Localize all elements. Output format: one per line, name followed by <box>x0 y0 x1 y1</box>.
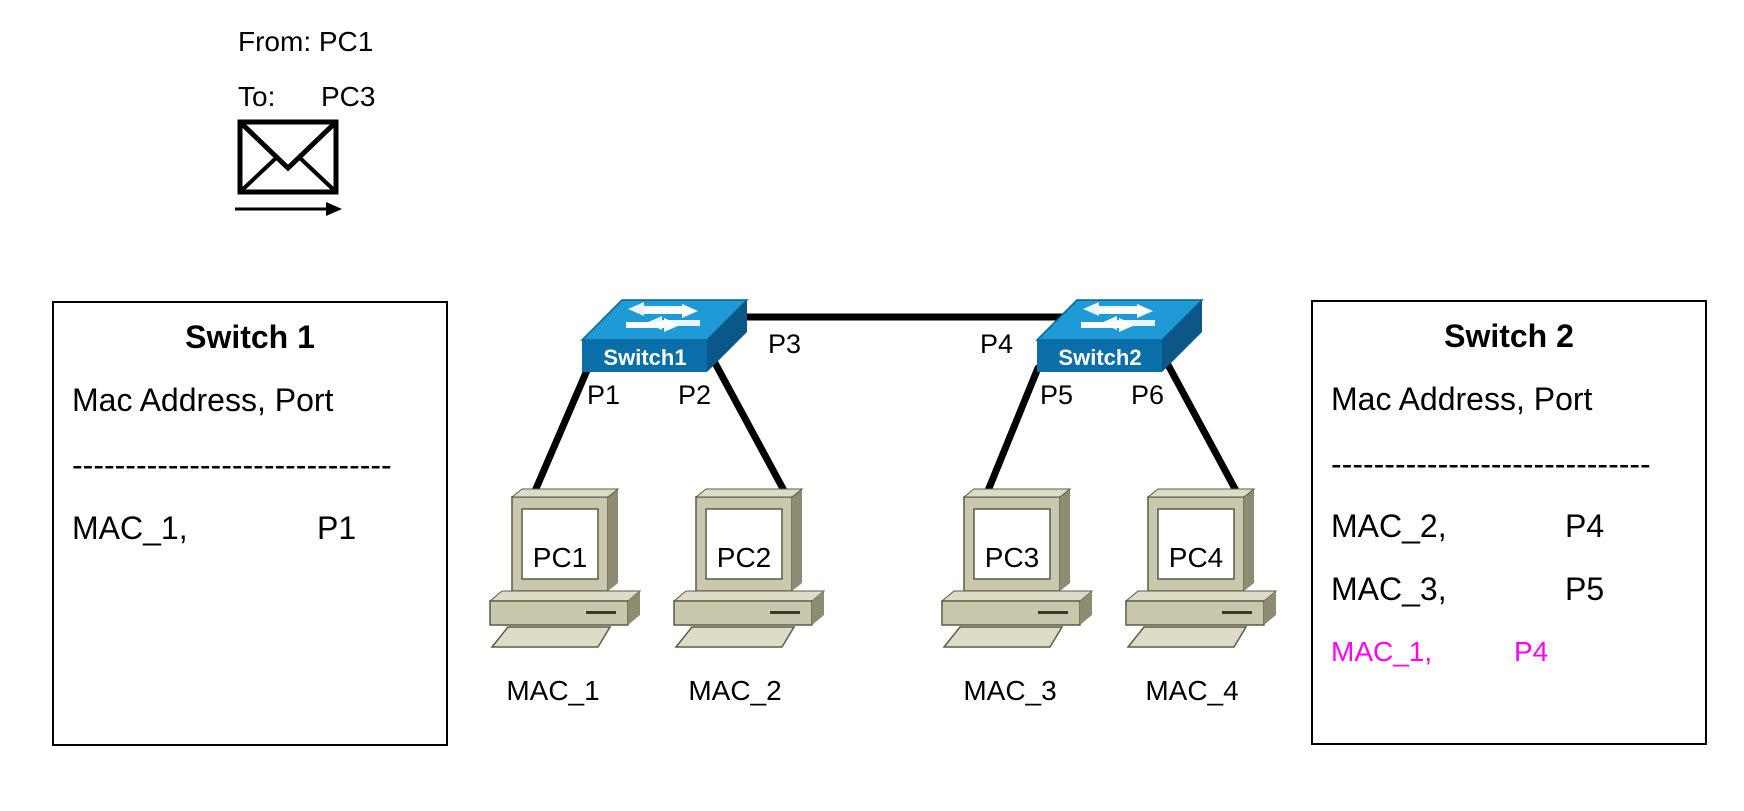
switch1-table-title: Switch 1 <box>185 319 315 355</box>
port-label-p6: P6 <box>1131 380 1164 410</box>
port-label-p2: P2 <box>678 380 711 410</box>
pc4-mac-label: MAC_4 <box>1145 675 1239 706</box>
frame-to-value: PC3 <box>321 81 376 112</box>
switch2-entry-port-2: P5 <box>1565 571 1605 607</box>
switch1-label: Switch1 <box>603 345 686 370</box>
switch1-table-header: Mac Address, Port <box>72 382 334 418</box>
pc1-icon <box>488 488 642 648</box>
pc3-icon <box>940 488 1094 648</box>
switch2-icon <box>1035 299 1204 372</box>
switch2-table-header: Mac Address, Port <box>1331 381 1593 417</box>
switch2-mac-table: Switch 2 Mac Address, Port -------------… <box>1311 300 1707 745</box>
port-label-p4: P4 <box>980 329 1013 359</box>
pc4-label: PC4 <box>1168 542 1224 573</box>
switch2-entry-mac-1: MAC_2, <box>1331 508 1447 544</box>
pc1-mac-label: MAC_1 <box>506 675 600 706</box>
switch2-table-separator: ------------------------------ <box>1331 446 1651 482</box>
link-switch1-pc1 <box>528 364 592 502</box>
network-links <box>528 313 1244 502</box>
pc2-mac-label: MAC_2 <box>688 675 782 706</box>
switch1-entry-port: P1 <box>317 510 357 546</box>
port-label-p3: P3 <box>768 329 801 359</box>
envelope-icon <box>237 119 339 195</box>
pc3-mac-label: MAC_3 <box>963 675 1057 706</box>
switch2-learned-entry-port: P4 <box>1514 636 1549 667</box>
direction-arrow-icon <box>235 202 342 216</box>
switch2-label: Switch2 <box>1058 345 1141 370</box>
link-switch2-pc3 <box>981 364 1042 502</box>
frame-from-label: From: PC1 <box>238 26 374 57</box>
switch2-entry-mac-2: MAC_3, <box>1331 571 1447 607</box>
pc2-icon <box>672 488 826 648</box>
link-switch1-pc2 <box>704 346 792 502</box>
switch1-table-separator: ------------------------------ <box>72 447 392 483</box>
switch2-entry-port-1: P4 <box>1565 508 1605 544</box>
pc3-label: PC3 <box>984 542 1040 573</box>
switch2-learned-entry-mac: MAC_1, <box>1331 636 1433 667</box>
switch2-table-title: Switch 2 <box>1444 318 1574 354</box>
link-switch2-pc4 <box>1156 346 1244 502</box>
switch1-mac-table: Switch 1 Mac Address, Port -------------… <box>52 301 448 746</box>
switch1-icon <box>580 299 749 372</box>
port-label-p5: P5 <box>1040 380 1073 410</box>
pc2-label: PC2 <box>716 542 772 573</box>
pc1-label: PC1 <box>532 542 588 573</box>
port-label-p1: P1 <box>587 380 620 410</box>
pc4-icon <box>1124 488 1278 648</box>
switch1-entry-mac: MAC_1, <box>72 510 188 546</box>
frame-to-label: To: <box>238 81 276 112</box>
